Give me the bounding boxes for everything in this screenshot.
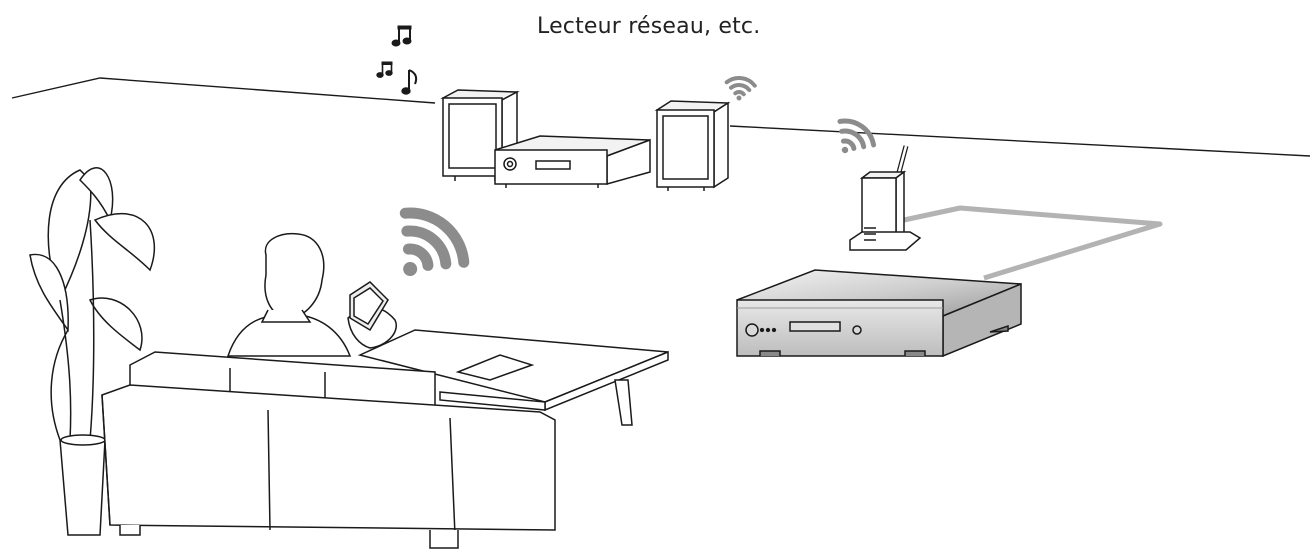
network-cable [904, 208, 1160, 278]
wifi-icon [725, 70, 757, 102]
wifi-icon [398, 208, 464, 276]
network-player-small [495, 136, 650, 188]
wifi-icon [837, 116, 874, 153]
wireless-router [850, 146, 920, 250]
music-note-icon [377, 26, 416, 94]
right-speaker [657, 101, 728, 191]
network-player-main [737, 270, 1021, 356]
person-with-tablet [228, 234, 396, 356]
